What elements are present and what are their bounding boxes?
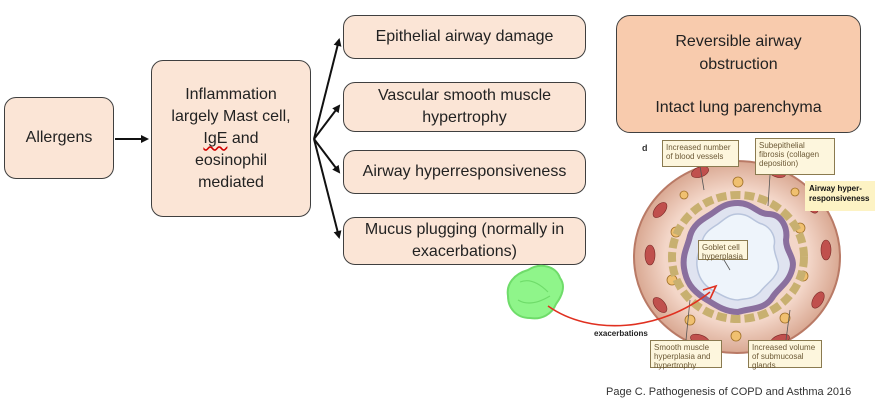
allergens-box: Allergens (4, 97, 114, 179)
inflammation-line-1: Inflammation (185, 85, 277, 103)
allergens-text: Allergens (25, 129, 93, 146)
hyperresponsiveness-text: Airway hyperresponsiveness (362, 163, 567, 180)
panel-letter: d (642, 143, 648, 153)
arrow-to-hyperresponsiveness (313, 138, 341, 174)
epithelial-damage-box: Epithelial airway damage (343, 15, 586, 59)
label-fibrosis-line-3: deposition) (759, 159, 799, 168)
inflammation-line-3: IgE and (203, 128, 258, 150)
label-ahr-line-1: Airway hyper- (809, 184, 862, 193)
label-submucosal-glands: Increased volume of submucosal glands (748, 340, 822, 370)
label-submucosal-line-2: of submucosal (752, 352, 804, 361)
hyperresponsiveness-box: Airway hyperresponsiveness (343, 150, 586, 194)
label-blood-vessels-line-2: of blood vessels (666, 152, 724, 161)
label-goblet-line-1: Goblet cell (702, 243, 740, 252)
label-smooth-muscle: Smooth muscle hyperplasia and hypertroph… (650, 340, 722, 370)
label-blood-vessels: Increased number of blood vessels (662, 140, 739, 167)
mucus-line-2: exacerbations) (412, 243, 517, 260)
vascular-line-2: hypertrophy (422, 109, 507, 126)
label-submucosal-line-1: Increased volume (752, 343, 816, 352)
ige-text: IgE (203, 129, 228, 147)
label-pointers (685, 165, 791, 341)
label-fibrosis-line-1: Subepithelial (759, 141, 805, 150)
arrow-to-vascular (313, 104, 341, 140)
red-annotation-arrow (547, 291, 711, 327)
smooth-muscle-ring (668, 191, 808, 323)
outcome-box: Reversible airway obstruction Intact lun… (616, 15, 861, 133)
arrow-to-mucus (313, 138, 342, 239)
epithelial-text: Epithelial airway damage (375, 28, 554, 45)
label-goblet-cell-hyperplasia: Goblet cell hyperplasia (698, 240, 748, 261)
outcome-line-3: Intact lung parenchyma (655, 98, 822, 116)
label-smooth-line-3: hypertrophy (654, 361, 697, 370)
inflammation-line-5: mediated (198, 173, 264, 191)
exacerbations-label: exacerbations (594, 329, 648, 338)
outcome-line-1: Reversible airway (675, 32, 802, 50)
label-blood-vessels-line-1: Increased number (666, 143, 731, 152)
red-arrow-head (702, 284, 718, 300)
green-blob-drawing (506, 264, 564, 320)
arrow-to-epithelial (313, 38, 342, 140)
label-subepithelial-fibrosis: Subepithelial fibrosis (collagen deposit… (755, 138, 835, 175)
inflammation-box: Inflammation largely Mast cell, IgE and … (151, 60, 311, 217)
label-fibrosis-line-2: fibrosis (collagen (759, 150, 820, 159)
label-airway-hyperresponsiveness: Airway hyper- responsiveness (805, 181, 875, 211)
inflammation-line-2: largely Mast cell, (171, 107, 291, 125)
label-ahr-line-2: responsiveness (809, 194, 870, 203)
outcome-line-2: obstruction (699, 55, 778, 73)
and-text: and (231, 129, 259, 147)
label-smooth-line-2: hyperplasia and (654, 352, 711, 361)
vascular-line-1: Vascular smooth muscle (377, 87, 552, 104)
label-submucosal-line-3: glands (752, 361, 776, 370)
mucus-plugging-box: Mucus plugging (normally in exacerbation… (343, 217, 586, 265)
label-goblet-line-2: hyperplasia (702, 252, 743, 261)
mucus-line-1: Mucus plugging (normally in (364, 221, 565, 238)
vascular-hypertrophy-box: Vascular smooth muscle hypertrophy (343, 82, 586, 132)
label-smooth-line-1: Smooth muscle (654, 343, 710, 352)
citation-text: Page C. Pathogenesis of COPD and Asthma … (606, 386, 852, 398)
inflammation-line-4: eosinophil (194, 151, 268, 169)
